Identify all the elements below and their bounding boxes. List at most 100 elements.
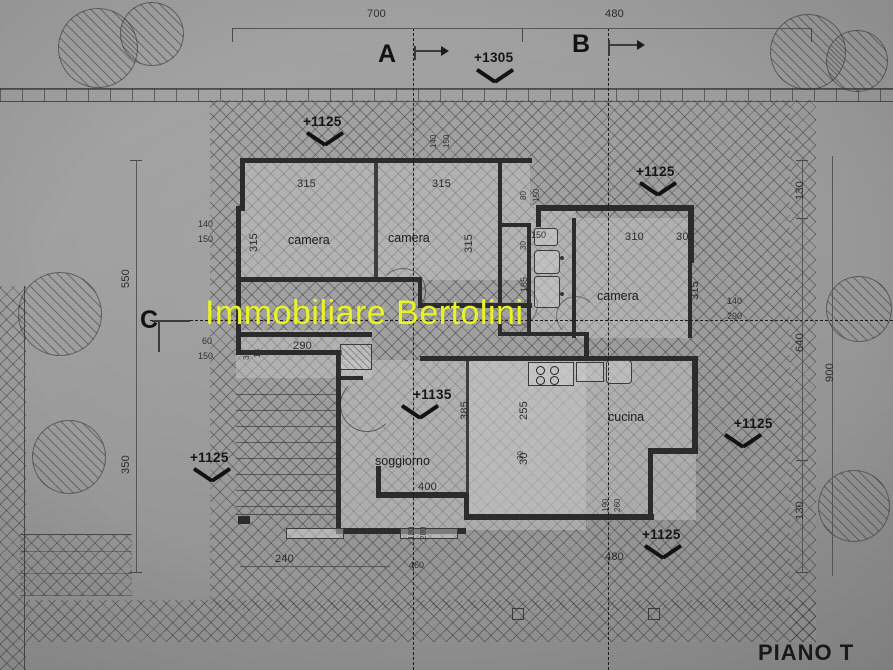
dim-right-640: 640 [794, 333, 806, 352]
watermark: Immobiliare Bertolini [205, 294, 524, 332]
site-marker [648, 608, 660, 620]
wall-stub-kitchen-top [584, 332, 589, 360]
dim-terrace-width: 290 [293, 340, 312, 352]
elevation-label-bottom-right: +1125 [642, 527, 681, 542]
dim-left-140: 140 [198, 219, 214, 229]
dim-tick [796, 572, 808, 573]
kitchen-counter [576, 362, 604, 382]
dim-camera3-width: 310 [625, 231, 644, 243]
wall-bedroom3-left-stub [536, 205, 541, 227]
page-title: PIANO T [758, 640, 855, 665]
wall-entry-left [336, 350, 341, 390]
wall-bedroom2-bottom-b [418, 303, 532, 308]
dim-tick [811, 28, 812, 42]
dim-kdoor-190: 190 [601, 498, 610, 512]
elevation-chevron-bottom-right [646, 544, 680, 559]
window-mark [286, 528, 344, 539]
room-label-camera-3: camera [597, 289, 639, 303]
hob-burner-icon [536, 366, 545, 375]
site-hatch-bottom [26, 600, 816, 642]
dim-bottom-460: 460 [409, 560, 425, 570]
dim-tick [130, 160, 142, 161]
tree-icon [32, 420, 106, 494]
elevation-chevron-top [478, 68, 512, 83]
section-marker-b: B [572, 30, 591, 58]
wall-terrace-edge [236, 350, 342, 355]
dim-line-top-700 [232, 28, 522, 29]
wall-partition-living-kitchen [466, 361, 469, 493]
tree-icon [826, 30, 888, 92]
dim-bath-150: 150 [532, 188, 541, 202]
wall-living-bottom-a [376, 492, 468, 498]
site-hatch-right [790, 100, 816, 642]
fixture-dot [560, 256, 564, 260]
tree-icon [120, 2, 184, 66]
wall-bath-bottom [498, 332, 584, 336]
stair-run [236, 386, 336, 514]
section-tick-b [608, 40, 610, 56]
dim-tick [522, 28, 523, 42]
dim-line-right-inner [802, 160, 803, 572]
wall-bedroom1-bottom [240, 277, 378, 282]
site-marker [512, 608, 524, 620]
elevation-chevron-soggiorno [403, 404, 437, 419]
tree-icon [826, 276, 892, 342]
dim-ldoor-280: 280 [419, 526, 428, 540]
dim-top-140: 140 [429, 134, 438, 148]
elevation-label-top-right: +1125 [636, 164, 675, 179]
wall-bedroom3-top [536, 205, 694, 211]
dim-bottom-480: 480 [605, 551, 624, 563]
section-arrow-a-head [441, 46, 449, 56]
wall-kitchen-bottom [464, 514, 654, 520]
window-mark [400, 528, 458, 539]
dim-top-480: 480 [605, 8, 624, 20]
paving-bottom-left [20, 534, 132, 596]
elevation-label-left-bottom: +1125 [190, 450, 229, 465]
dim-top-150: 150 [442, 134, 451, 148]
hob-burner-icon [536, 376, 545, 385]
section-axis-a [413, 28, 414, 670]
dim-right-290: 290 [727, 311, 743, 321]
sink-fixture [534, 228, 558, 246]
wall-hall-left [236, 332, 241, 354]
elevation-chevron-left-bottom [195, 467, 229, 482]
dim-left-550: 550 [120, 269, 132, 288]
floor-fill-bedrooms [240, 158, 530, 280]
wall-living-left [336, 390, 341, 534]
dim-soggiorno-depth: 385 [459, 401, 471, 420]
bathtub-fixture [534, 276, 560, 308]
fireplace-fixture [340, 344, 372, 370]
dim-camera2-depth: 315 [463, 234, 475, 253]
paving-edge [20, 534, 132, 535]
room-label-camera-1: camera [288, 233, 330, 247]
wall-kitchen-bottom-left [464, 492, 469, 520]
boundary-wall-left [0, 286, 26, 670]
dim-tick [796, 218, 808, 219]
dim-soggiorno-width: 400 [418, 481, 437, 493]
dim-cucina-255: 255 [518, 401, 530, 420]
wall-bath-right [527, 223, 531, 335]
wall-kitchen-top [420, 356, 698, 361]
dim-tick [796, 160, 808, 161]
door-arc-bedroom2 [380, 268, 426, 314]
dim-camera3-wall: 30 [676, 231, 689, 243]
wall-exterior-top [240, 158, 532, 163]
tree-icon [18, 272, 102, 356]
hob-burner-icon [550, 366, 559, 375]
dim-kitchen-wall-30: 30 [516, 451, 525, 460]
wall-bedroom3-inner-right [688, 218, 692, 338]
section-axis-c [150, 320, 893, 321]
dim-line-right-outer [832, 156, 833, 576]
toilet-fixture [534, 250, 560, 274]
dim-tick [130, 572, 142, 573]
room-label-cucina: cucina [608, 410, 645, 424]
elevation-label-soggiorno: +1135 [413, 387, 452, 402]
dim-bath-150b: 150 [531, 230, 547, 240]
stair-post [238, 516, 250, 524]
dim-tick [232, 28, 233, 42]
dim-left-350: 350 [120, 455, 132, 474]
door-arc-bedroom3 [556, 296, 596, 336]
dim-line-top-480 [522, 28, 812, 29]
wall-kitchen-right [692, 356, 698, 452]
wall-partition-bedrooms [374, 163, 378, 281]
